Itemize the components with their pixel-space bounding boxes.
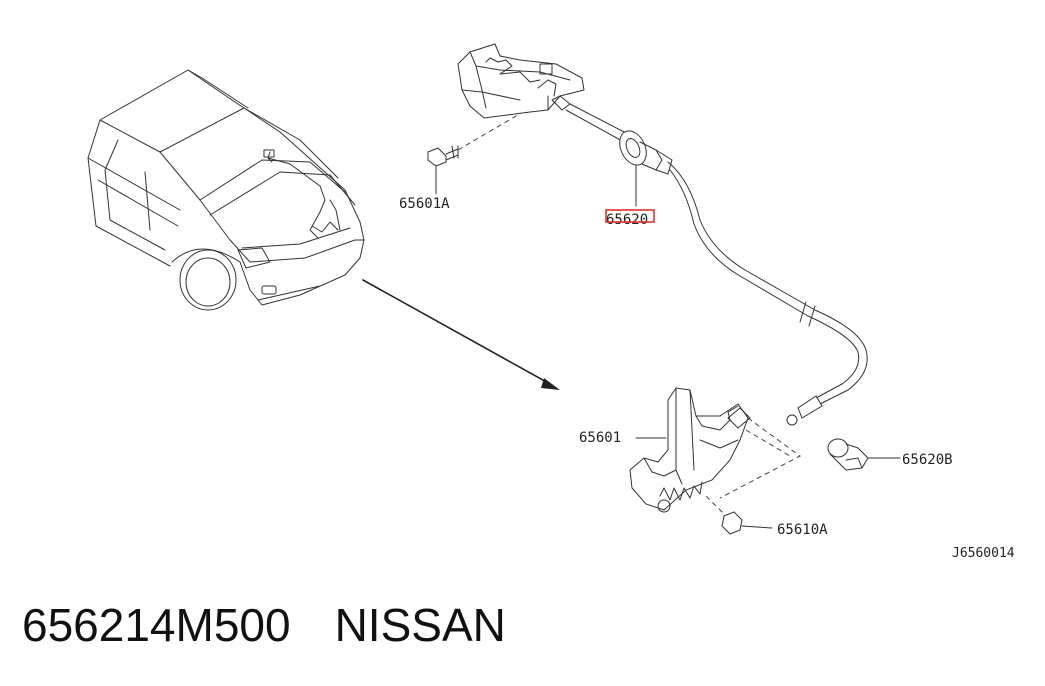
label-65601a: 65601A (399, 196, 450, 212)
hood-release-cable (551, 95, 868, 426)
release-handle-bracket (457, 43, 585, 119)
bolt-65601a (427, 101, 541, 195)
label-65620: 65620 (606, 212, 648, 228)
parts-diagram: 65601A 65620 65601 65620B 65610A J656001… (87, 43, 1015, 561)
label-65620b: 65620B (902, 452, 953, 468)
drawing-code: J6560014 (952, 546, 1015, 561)
label-65610a: 65610A (777, 522, 828, 538)
label-65601: 65601 (579, 430, 621, 446)
direction-arrow (362, 279, 560, 390)
part-number: 656214M500 (22, 599, 291, 651)
part-caption: 656214M500 NISSAN (22, 598, 506, 652)
label-highlight-box (605, 209, 655, 223)
cable-clamp (827, 438, 901, 471)
brand-name: NISSAN (334, 599, 506, 651)
car-illustration (87, 69, 365, 311)
hood-lock (629, 387, 801, 513)
bolt-65610a (705, 495, 773, 535)
